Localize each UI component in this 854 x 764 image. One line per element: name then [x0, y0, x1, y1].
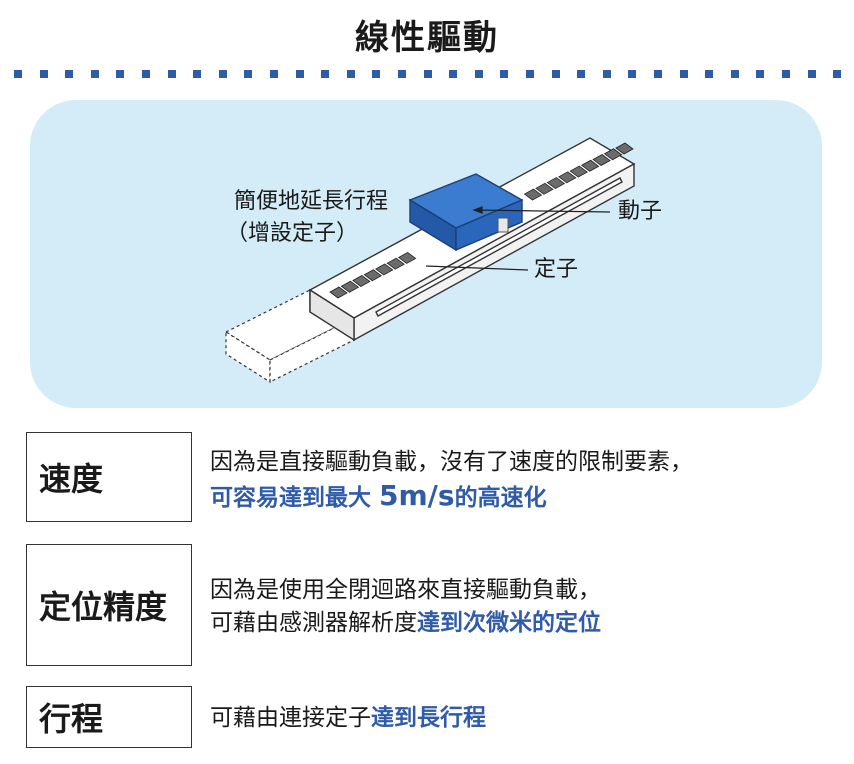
divider-dot: [398, 70, 406, 78]
divider-dot: [628, 70, 637, 78]
row-highlight: 達到長行程: [371, 705, 486, 731]
stator-label: 定子: [534, 257, 579, 282]
row-label-speed: 速度: [26, 432, 192, 522]
row-text-stroke: 可藉由連接定子達到長行程: [210, 702, 486, 735]
magnet-segment: [603, 148, 623, 161]
row-line-2: 可藉由感測器解析度達到次微米的定位: [210, 607, 601, 640]
leader-lines: [425, 206, 611, 271]
magnet-segment: [546, 177, 566, 190]
magnet-segment: [363, 269, 383, 282]
divider-dot: [526, 70, 534, 78]
magnet-segment: [592, 154, 611, 166]
row-highlight: 達到次微米的定位: [417, 610, 601, 636]
row-line-1: 因為是使用全閉迴路來直接驅動負載，: [210, 577, 601, 603]
row-label-stroke: 行程: [26, 686, 192, 748]
magnet-segment: [523, 188, 543, 201]
divider-dot: [167, 70, 176, 78]
divider-dot: [449, 70, 458, 78]
divider-dot: [500, 70, 509, 78]
divider-dot: [679, 70, 688, 78]
divider-dot: [39, 70, 48, 78]
divider-dot: [218, 70, 227, 78]
divider-dot: [321, 70, 330, 78]
row-highlight: 可容易達到最大: [210, 485, 380, 511]
magnet-segment: [375, 263, 394, 276]
divider-dot: [654, 70, 662, 78]
extension-label-line2: （增設定子）: [226, 221, 359, 246]
row-plain: 可藉由連接定子: [210, 705, 371, 731]
row-highlight-speed-value: 5m/s: [379, 479, 455, 512]
divider-dot: [756, 70, 765, 78]
mover-block: [408, 173, 524, 252]
row-text-positioning: 因為是使用全閉迴路來直接驅動負載， 可藉由感測器解析度達到次微米的定位: [210, 574, 601, 640]
mover-label: 動子: [618, 199, 663, 224]
row-plain: 可藉由感測器解析度: [210, 610, 417, 636]
divider-dot: [270, 70, 278, 78]
magnet-segment: [569, 165, 588, 178]
magnet-segment: [340, 280, 360, 293]
magnet-segment: [352, 275, 371, 287]
divider-dot: [807, 70, 816, 78]
diagram-panel: 簡便地延長行程 （增設定子） 動子 定子: [30, 100, 822, 408]
divider-dot: [551, 70, 560, 78]
extension-label-line1: 簡便地延長行程: [234, 189, 389, 214]
row-label-text: 定位精度: [39, 588, 168, 626]
divider-dot: [833, 70, 842, 78]
divider-dot: [423, 70, 432, 78]
magnet-segment: [580, 159, 600, 172]
divider-dot: [602, 70, 611, 78]
row-text-speed: 因為是直接驅動負載，沒有了速度的限制要素， 可容易達到最大 5m/s的高速化: [210, 446, 693, 515]
divider-dot: [295, 70, 304, 78]
divider-dot: [142, 70, 150, 78]
divider-dot: [782, 70, 790, 78]
linear-actuator-illustration: [224, 137, 636, 384]
magnet-segment: [397, 251, 417, 264]
divider-dot: [730, 70, 739, 78]
divider-dot: [14, 70, 22, 78]
magnet-segment: [615, 142, 634, 155]
divider-dot: [346, 70, 355, 78]
stator-magnets: [329, 142, 634, 299]
divider-dot: [372, 70, 381, 78]
magnet-segment: [535, 182, 554, 195]
divider-dot: [577, 70, 586, 78]
divider-dot: [244, 70, 253, 78]
row-highlight: 的高速化: [454, 485, 547, 511]
divider-dot: [116, 70, 125, 78]
magnet-segment: [329, 286, 348, 299]
dotted-divider: [14, 70, 844, 78]
row-label-positioning: 定位精度: [26, 544, 192, 666]
row-label-text: 行程: [39, 700, 104, 738]
row-line-2: 可容易達到最大 5m/s的高速化: [210, 479, 693, 515]
magnet-segment: [558, 171, 577, 184]
divider-dot: [65, 70, 74, 78]
row-line-1: 因為是直接驅動負載，沒有了速度的限制要素，: [210, 449, 693, 475]
magnet-segment: [386, 257, 405, 270]
divider-dot: [90, 70, 99, 78]
divider-dot: [193, 70, 202, 78]
row-label-text: 速度: [39, 460, 104, 498]
page-title: 線性驅動: [355, 18, 499, 58]
divider-dot: [705, 70, 714, 78]
divider-dot: [474, 70, 483, 78]
